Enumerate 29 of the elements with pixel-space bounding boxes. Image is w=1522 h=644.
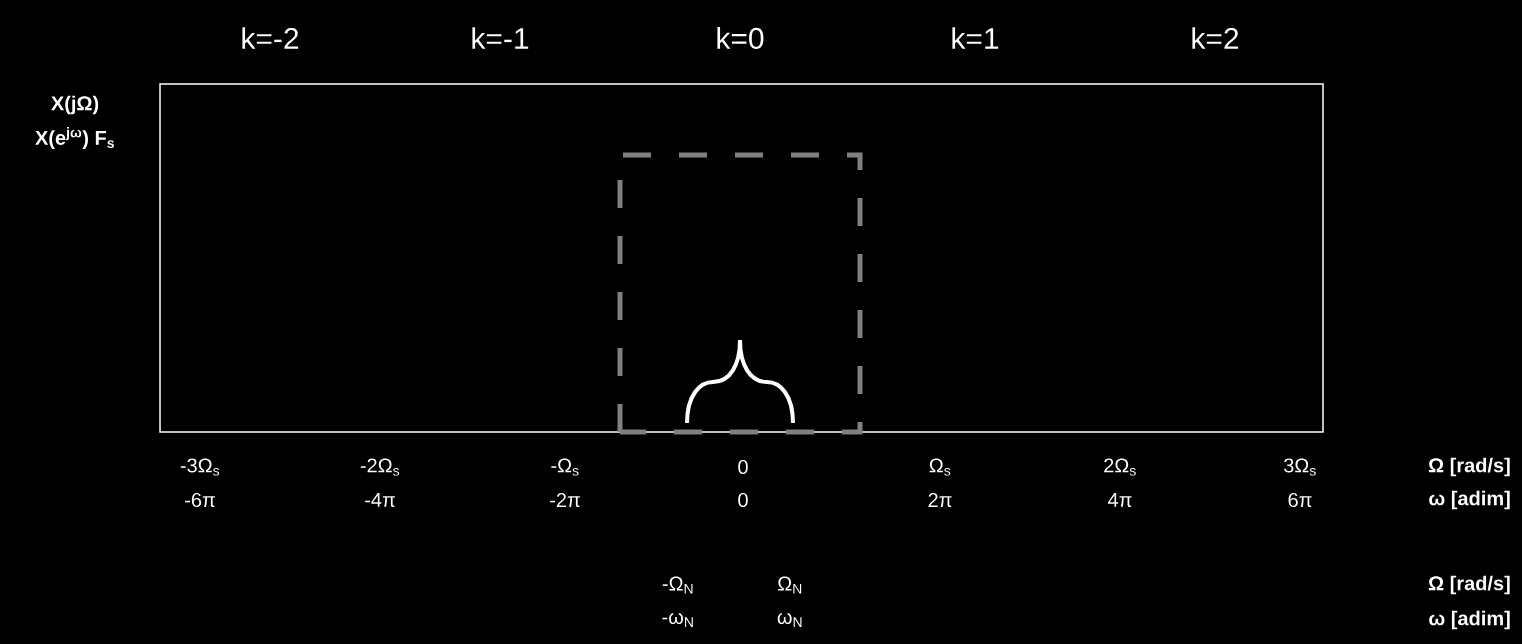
tick-label: Ω$_{N}$ [778, 576, 802, 594]
k-label: k=-2 [242, 27, 299, 49]
tick-label: 0 [738, 459, 748, 475]
tick-label: -2π [550, 492, 580, 508]
axis-title: X(e$^{jω}$) F$_{s}$ [35, 127, 114, 149]
tick-label: -6π [185, 492, 215, 508]
tick-label: 3Ω$_{s}$ [1284, 458, 1316, 476]
axis-title: X(jΩ) [51, 95, 99, 115]
k-label: k=0 [717, 27, 764, 49]
tick-label: -3Ω$_{s}$ [180, 458, 220, 476]
tick-label: -Ω$_{s}$ [551, 458, 579, 476]
k-label: k=2 [1192, 27, 1239, 49]
axis-unit: ω [adim] [1429, 610, 1510, 630]
tick-label: 6π [1288, 492, 1312, 508]
axis-unit: Ω [rad/s] [1428, 457, 1510, 477]
axis-unit: ω [adim] [1429, 490, 1510, 510]
tick-label: -4π [365, 493, 395, 507]
tick-label: Ω$_{s}$ [929, 458, 951, 476]
tick-label: -Ω$_{N}$ [662, 576, 693, 594]
k-label: k=-1 [472, 27, 529, 49]
tick-label: 0 [738, 492, 748, 508]
tick-label: ω$_{N}$ [777, 613, 802, 627]
axis-unit: Ω [rad/s] [1428, 575, 1510, 595]
tick-label: 2π [928, 492, 952, 508]
tick-label: 4π [1108, 493, 1132, 507]
tick-label: -ω$_{N}$ [662, 613, 693, 627]
tick-label: -2Ω$_{s}$ [360, 458, 400, 476]
tick-label: 2Ω$_{s}$ [1104, 458, 1136, 476]
k-label: k=1 [952, 27, 999, 49]
